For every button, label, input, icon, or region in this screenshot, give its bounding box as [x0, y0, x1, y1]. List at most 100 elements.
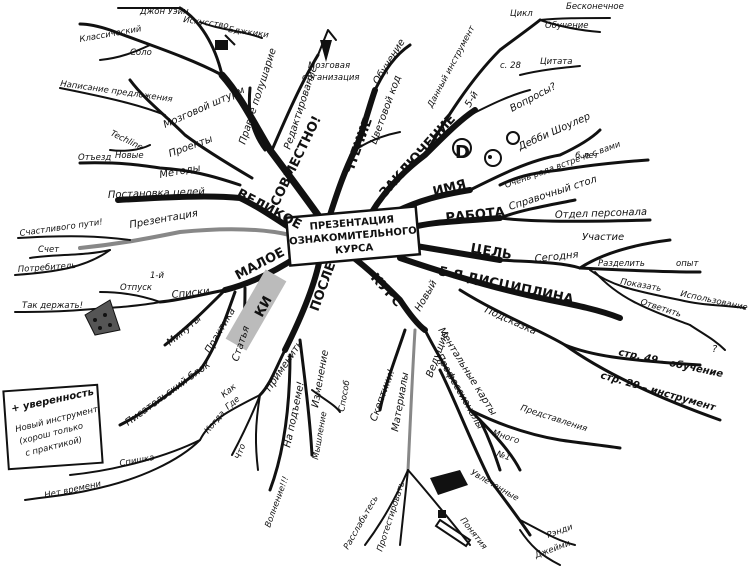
label-uchastie: Участие [582, 232, 624, 243]
label-prezentaciya: Презентация [129, 208, 199, 231]
center-node: ПРЕЗЕНТАЦИЯ ОЗНАКОМИТЕЛЬНОГО КУРСА [284, 205, 422, 267]
branch-rassl [364, 469, 409, 546]
branch-otvet [594, 271, 691, 326]
label-rendi: Рэнди [546, 522, 575, 541]
brain-organization-icon [320, 40, 332, 62]
branch-izm [298, 338, 314, 457]
branch-sposob [311, 389, 341, 413]
label-new: Новые [115, 151, 144, 161]
pen-icon [215, 34, 236, 50]
label-mozgovaya-1: Мозговая [308, 61, 350, 71]
label-potrebitel: Потребитель [18, 261, 77, 275]
label-velikoe: ВЕЛИКОЕ [234, 186, 304, 233]
label-kurs: КУРС [367, 271, 405, 311]
branch-art [178, 6, 224, 77]
svg-text:D: D [455, 142, 470, 163]
branch-nap [268, 353, 292, 492]
branch-vedusch [438, 368, 532, 537]
label-tak: Так держать! [22, 301, 83, 311]
branch-obuch2 [539, 19, 601, 33]
branch-brainstorm [128, 78, 254, 180]
branch-sprav [498, 198, 577, 220]
label-spishka: Спишка [119, 453, 155, 469]
label-postanovka: Постановка целей [108, 187, 206, 201]
label-bdzh: Бджкики [228, 25, 270, 41]
label-rassl: Расслабьтесь [342, 494, 381, 551]
branch-schet [29, 249, 111, 259]
branch-materialy [406, 328, 417, 472]
ki-highlight-icon [225, 269, 287, 351]
label-iskusstvo: Искусство [183, 15, 230, 31]
branch-otpusk [99, 291, 161, 303]
label-mozgovaya-2: организация [302, 73, 360, 83]
branch-spiski [158, 288, 227, 304]
label-one: 1-й [150, 271, 164, 281]
branch-predst [468, 408, 622, 450]
branch-ponyat [407, 469, 471, 546]
label-spiski: Списки [171, 286, 210, 301]
branch-beskon [539, 17, 611, 21]
branch-uchastie [578, 238, 672, 270]
branch-potreb [14, 249, 111, 276]
branch-rada [498, 158, 650, 187]
branch-classic [78, 22, 224, 77]
label-n1: №1 [494, 449, 512, 463]
branch-ispol [589, 269, 746, 309]
branch-kurs [347, 252, 428, 333]
label-otpusk: Отпуск [120, 283, 153, 293]
label-otdel: Отдел персонала [555, 207, 648, 221]
branch-debbi [468, 128, 602, 192]
label-schet: Счет [38, 245, 60, 255]
people-handshake-icon: D [452, 131, 520, 167]
label-myshlenie: Мышление [311, 411, 329, 461]
marker-icon [434, 510, 472, 548]
label-dzheymi: Джейми [533, 539, 573, 562]
label-q: ? [712, 344, 718, 355]
branch-skeptiki [378, 328, 407, 412]
branch-razdelit [578, 266, 702, 274]
label-debbi: Дебби Шоулер [515, 110, 592, 153]
branch-netvr [24, 439, 201, 501]
branch-red [270, 53, 320, 152]
branch-dzheymi [519, 529, 561, 566]
branch-bdzh [199, 21, 263, 39]
branch-velikoe [115, 193, 293, 231]
branch-five [469, 89, 531, 116]
label-voprosy: Вопросы? [508, 81, 559, 115]
cluster-berries-icon [84, 299, 121, 336]
label-brainstorm: Мозговой штурм [162, 85, 247, 131]
branch-cvet [354, 131, 401, 151]
label-sposob: Способ [337, 379, 352, 412]
label-otvetit: Ответить [639, 297, 682, 320]
label-razdelit: Разделить [598, 259, 645, 269]
label-5-disciplina: 5-Я ДИСЦИПЛИНА [437, 264, 575, 307]
label-classic: Классический [79, 24, 143, 45]
label-volnenie: Волнение!!! [263, 475, 291, 529]
label-john: Джон Уэйн [139, 7, 189, 17]
branch-primenit [258, 348, 287, 397]
branch-protest [399, 469, 409, 546]
label-kogda: Когда [203, 409, 228, 436]
branch-writing [59, 87, 166, 116]
center-line-3: КУРСА [335, 242, 374, 256]
branch-solo [99, 44, 151, 61]
label-segodnya: Сегодня [534, 249, 579, 265]
label-mnogo: Много [491, 428, 520, 446]
label-rabota: РАБОТА [445, 205, 506, 226]
branch-p29 [563, 343, 722, 422]
label-solo: Соло [130, 48, 152, 58]
label-predstavleniya: Представления [519, 403, 588, 434]
branch-obuch [373, 43, 412, 92]
book-icon [430, 470, 468, 495]
label-techline: Techline [109, 129, 145, 153]
label-p49: стр. 49 – обучение [617, 346, 724, 380]
branch-sovmestno [218, 71, 322, 219]
label-uvlechennye: Увлеченные [469, 468, 521, 504]
label-beskonechnoe: Бесконечное [566, 2, 624, 12]
branch-lines [14, 6, 746, 566]
branch-segodnya [498, 258, 582, 270]
label-s28: с. 28 [500, 61, 521, 71]
branch-posle [282, 255, 323, 353]
